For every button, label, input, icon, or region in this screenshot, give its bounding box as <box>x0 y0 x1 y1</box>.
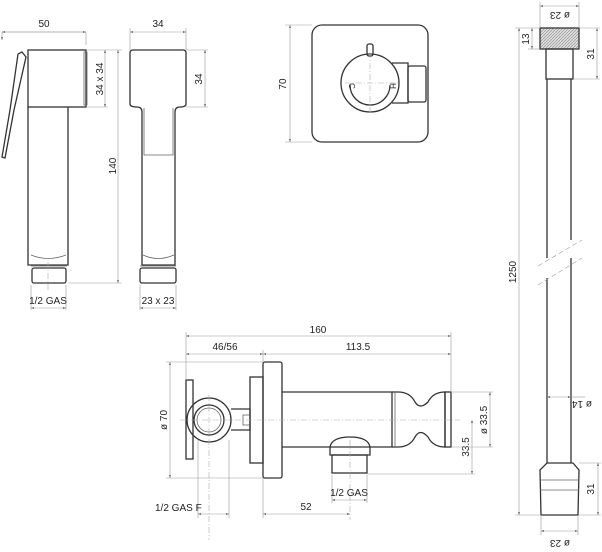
handset-front-view: 34 34 23 x 23 <box>129 19 208 310</box>
dim-top-fitting: 31 <box>586 48 597 60</box>
dim-nut-diameter-top: ø 23 <box>550 9 570 20</box>
dim-nut-diameter-bottom: ø 23 <box>550 537 570 548</box>
dim-thread: 1/2 GAS <box>29 296 67 307</box>
dim-length: 140 <box>108 157 119 174</box>
dim-head: 34 x 34 <box>95 62 106 95</box>
dim-plate-diameter: ø 70 <box>159 410 170 430</box>
hose-view: ø 23 13 31 1250 ø 14 31 ø 23 <box>508 2 601 548</box>
handset-side-view: 50 34 x 34 140 1/2 GAS <box>1 19 122 310</box>
dim-nut-height: 13 <box>521 33 532 45</box>
dim-outlet-offset: 52 <box>300 502 312 513</box>
dim-total: 160 <box>310 325 327 336</box>
valve-assembly-side-view: 160 46/56 113.5 ø 70 1/2 GAS F 52 1/2 GA… <box>155 325 493 540</box>
dim-front-width: 34 <box>152 19 164 30</box>
dim-hose-diameter: ø 14 <box>572 398 592 409</box>
hot-mark: H <box>388 83 397 89</box>
cold-mark: C <box>347 83 356 89</box>
dim-width: 50 <box>38 19 50 30</box>
dim-projection: 113.5 <box>346 342 371 353</box>
dim-stem: 23 x 23 <box>142 296 175 307</box>
dim-hose-length: 1250 <box>508 260 519 283</box>
dim-plate-height: 70 <box>278 78 289 90</box>
dim-outlet: 1/2 GAS <box>330 488 368 499</box>
dim-handle-depth: 46/56 <box>212 342 237 353</box>
dim-head-height: 34 <box>194 73 205 85</box>
dim-inlet: 1/2 GAS F <box>155 503 202 514</box>
dim-head-diameter: ø 33.5 <box>479 405 490 434</box>
valve-plate-front-view: C H 70 <box>278 24 429 143</box>
dim-bottom-fitting: 31 <box>586 483 597 495</box>
